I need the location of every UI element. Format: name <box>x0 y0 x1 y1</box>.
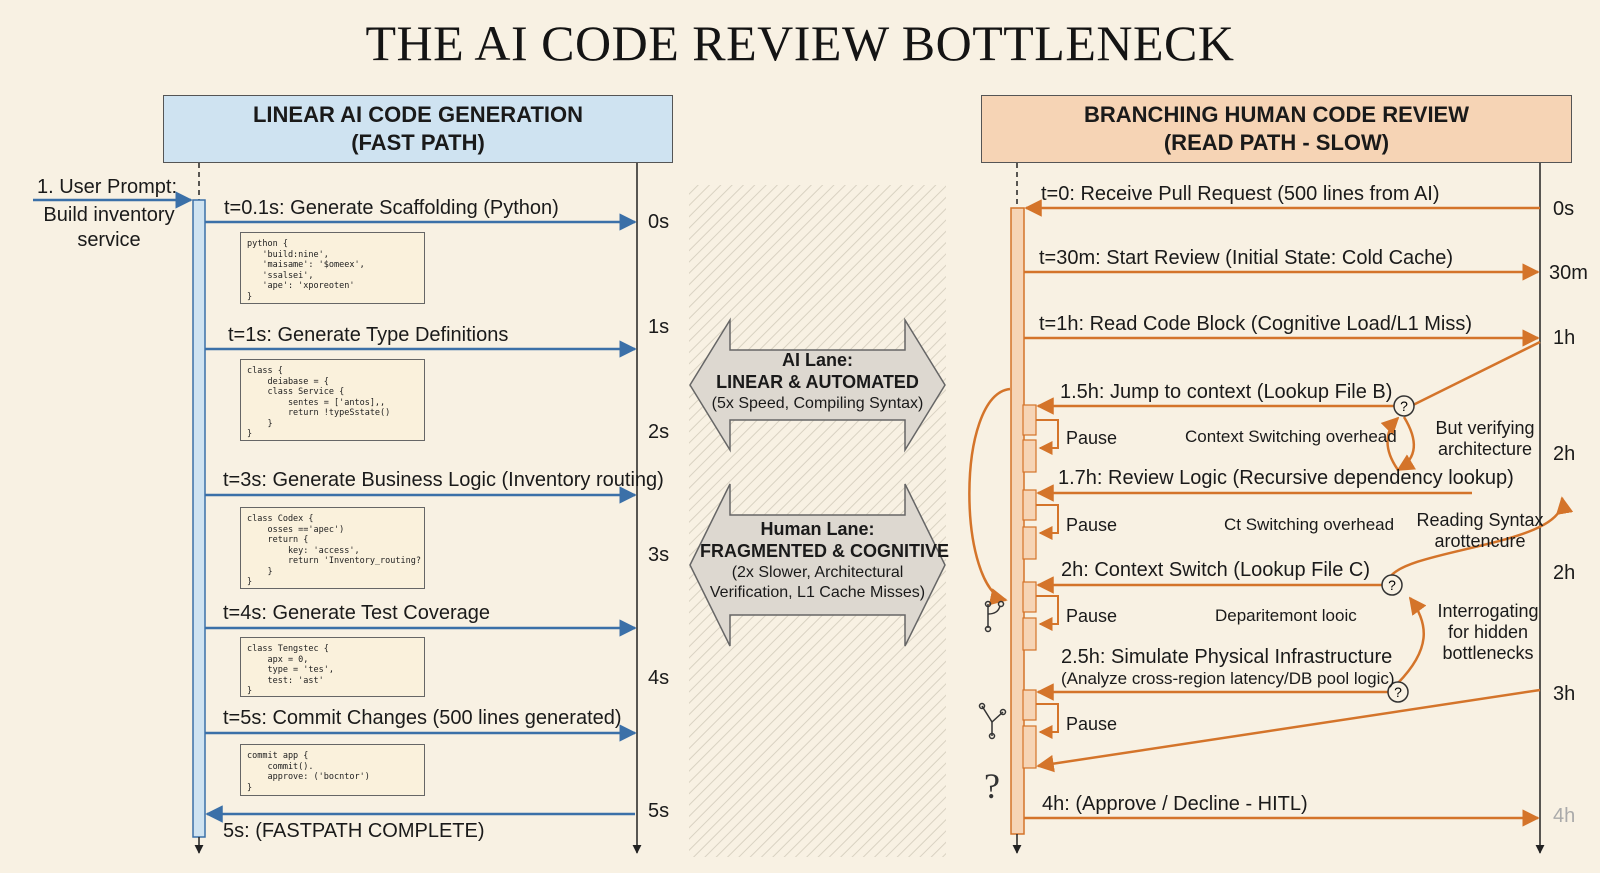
left-header-line-1: LINEAR AI CODE GENERATION <box>252 102 583 127</box>
right-branch-line <box>1412 340 1541 407</box>
human-lane-detail-2: Verification, L1 Cache Misses) <box>709 584 926 601</box>
right-time-tick: 1h <box>1553 327 1576 349</box>
code-block: class { deiabase = { class Service { sen… <box>240 359 425 441</box>
overhead-label: Context Switching overhead <box>1185 427 1397 446</box>
right-time-tick: 0s <box>1553 198 1575 220</box>
right-time-tick: 3h <box>1553 683 1576 705</box>
right-activation-bar <box>1010 207 1025 835</box>
left-time-tick: 1s <box>648 316 670 338</box>
right-step-5: 1.7h: Review Logic (Recursive dependency… <box>1058 467 1514 489</box>
code-block: python { 'build:nine', 'maisame': '$omee… <box>240 232 425 304</box>
left-loop-curve <box>968 387 1011 606</box>
right-time-tick: 2h <box>1553 443 1576 465</box>
right-header-line-1: BRANCHING HUMAN CODE REVIEW <box>1084 102 1469 127</box>
ai-lane-double-arrow-icon <box>689 317 946 453</box>
prompt-label: 1. User Prompt: <box>37 176 178 198</box>
right-header-line-2: (READ PATH - SLOW) <box>1163 130 1390 155</box>
right-step-1: t=0: Receive Pull Request (500 lines fro… <box>1041 183 1440 205</box>
code-block: commit app { commit(). approve: ('bocnto… <box>240 744 425 796</box>
svg-text:?: ? <box>1394 684 1402 700</box>
branch-icon <box>984 600 1005 633</box>
question-mark-icon: ? <box>1381 574 1403 596</box>
question-mark-icon: ? <box>984 766 1000 806</box>
left-step-3: t=3s: Generate Business Logic (Inventory… <box>223 469 664 491</box>
right-step-6: 2h: Context Switch (Lookup File C) <box>1061 559 1371 581</box>
prompt-text-1: Build inventory <box>43 204 175 226</box>
right-arrow-8 <box>1036 688 1541 773</box>
ai-lane-subtitle: LINEAR & AUTOMATED <box>716 372 919 392</box>
right-step-7-detail: (Analyze cross-region latency/DB pool lo… <box>1061 669 1395 688</box>
svg-text:?: ? <box>1388 577 1396 593</box>
left-time-tick: 5s <box>648 800 670 822</box>
left-step-1: t=0.1s: Generate Scaffolding (Python) <box>224 197 559 219</box>
left-header-line-2: (FAST PATH) <box>351 130 485 155</box>
left-time-tick: 4s <box>648 667 670 689</box>
code-block: class Codex { osses =='apec') return { k… <box>240 507 425 589</box>
right-lane-header: BRANCHING HUMAN CODE REVIEW (READ PATH -… <box>981 95 1572 163</box>
right-step-final: 4h: (Approve / Decline - HITL) <box>1042 793 1308 815</box>
branch-icon <box>978 702 1007 740</box>
right-time-tick: 30m <box>1549 262 1588 284</box>
side-note-line: bottlenecks <box>1442 643 1534 663</box>
left-time-tick: 2s <box>648 421 670 443</box>
side-note-verifying: But verifying architecture <box>1425 418 1545 460</box>
right-step-3: t=1h: Read Code Block (Cognitive Load/L1… <box>1039 313 1473 335</box>
overhead-label: Deparitemont looic <box>1215 606 1357 625</box>
side-note-line: architecture <box>1437 439 1533 459</box>
right-step-7: 2.5h: Simulate Physical Infrastructure <box>1061 646 1393 668</box>
question-mark-icon: ? <box>1387 681 1409 703</box>
pause-label: Pause <box>1066 428 1118 448</box>
prompt-text-2: service <box>77 229 141 251</box>
overhead-label: Ct Switching overhead <box>1224 515 1395 534</box>
side-note-line: for hidden <box>1447 622 1529 642</box>
ai-lane-detail: (5x Speed, Compiling Syntax) <box>711 395 924 412</box>
side-note-line: Interrogating <box>1437 601 1539 621</box>
svg-text:?: ? <box>1400 398 1408 414</box>
ai-lane-title: AI Lane: <box>781 350 853 370</box>
code-block: class Tengstec { apx = 0, type = 'tes', … <box>240 637 425 697</box>
side-note-line: Reading Syntax <box>1416 510 1544 530</box>
left-step-6: 5s: (FASTPATH COMPLETE) <box>223 820 485 842</box>
human-lane-title: Human Lane: <box>760 519 875 539</box>
question-mark-icon: ? <box>1393 395 1415 417</box>
left-step-4: t=4s: Generate Test Coverage <box>223 602 491 624</box>
left-activation-bar <box>192 199 206 838</box>
left-time-tick: 3s <box>648 544 670 566</box>
pause-label: Pause <box>1066 606 1118 626</box>
human-lane-subtitle: FRAGMENTED & COGNITIVE <box>700 541 950 561</box>
side-note-line: But verifying <box>1435 418 1535 438</box>
right-step-4: 1.5h: Jump to context (Lookup File B) <box>1060 381 1393 403</box>
human-lane-detail-1: (2x Slower, Architectural <box>731 564 904 581</box>
side-note-reading: Reading Syntax arottencure <box>1410 510 1550 552</box>
right-time-tick: 4h <box>1553 805 1576 827</box>
pause-label: Pause <box>1066 714 1118 734</box>
left-step-2: t=1s: Generate Type Definitions <box>228 324 509 346</box>
left-lane-header: LINEAR AI CODE GENERATION (FAST PATH) <box>163 95 673 163</box>
left-step-5: t=5s: Commit Changes (500 lines generate… <box>223 707 622 729</box>
page-title: THE AI CODE REVIEW BOTTLENECK <box>365 15 1235 71</box>
side-note-line: arottencure <box>1434 531 1526 551</box>
human-lane-double-arrow-icon <box>689 483 946 647</box>
left-time-tick: 0s <box>648 211 670 233</box>
side-note-interrogating: Interrogating for hidden bottlenecks <box>1428 601 1548 664</box>
reading-syntax-curve <box>1388 496 1574 578</box>
right-time-tick: 2h <box>1553 562 1576 584</box>
interrogating-curve <box>1397 596 1427 684</box>
pause-label: Pause <box>1066 515 1118 535</box>
right-step-2: t=30m: Start Review (Initial State: Cold… <box>1039 247 1454 269</box>
